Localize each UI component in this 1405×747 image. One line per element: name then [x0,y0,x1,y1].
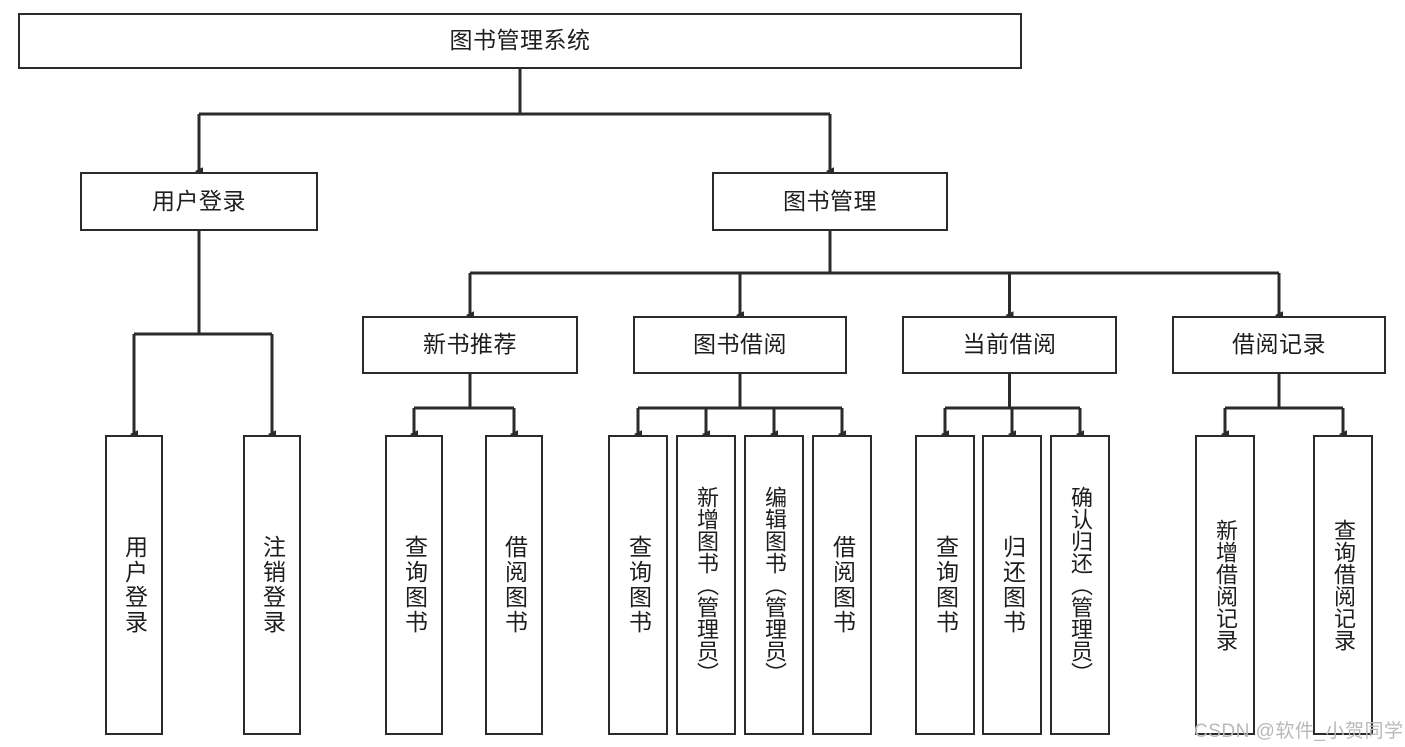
node-label: 图书管理系统 [449,27,591,54]
node-label: 注销登录 [259,535,286,635]
node-label: 查询图书 [625,535,652,635]
node-l-query-book-1[interactable]: 查询图书 [385,435,443,735]
node-label: 查询图书 [932,535,959,635]
node-n-book-borrow[interactable]: 图书借阅 [633,316,847,374]
node-label: 借阅记录 [1232,331,1326,358]
node-label: 编辑图书（管理员） [762,486,787,684]
node-root[interactable]: 图书管理系统 [18,13,1022,69]
node-label: 新增图书（管理员） [694,486,719,684]
node-label: 查询图书 [401,535,428,635]
node-n-book-manage[interactable]: 图书管理 [712,172,948,231]
node-label: 图书管理 [783,187,877,214]
node-n-borrow-record[interactable]: 借阅记录 [1172,316,1386,374]
node-l-query-book-2[interactable]: 查询图书 [608,435,668,735]
node-l-return-book[interactable]: 归还图书 [982,435,1042,735]
node-l-user-login[interactable]: 用户登录 [105,435,163,735]
node-label: 借阅图书 [501,535,528,635]
node-n-user-login[interactable]: 用户登录 [80,172,318,231]
node-n-new-book-rec[interactable]: 新书推荐 [362,316,578,374]
node-label: 新增借阅记录 [1213,519,1238,651]
node-l-query-book-3[interactable]: 查询图书 [915,435,975,735]
node-l-edit-book-admin[interactable]: 编辑图书（管理员） [744,435,804,735]
node-label: 查询借阅记录 [1331,519,1356,651]
node-label: 当前借阅 [962,331,1057,358]
node-l-query-borrow-record[interactable]: 查询借阅记录 [1313,435,1373,735]
node-label: 新书推荐 [423,331,517,358]
node-label: 用户登录 [152,187,246,214]
node-l-borrow-book-1[interactable]: 借阅图书 [485,435,543,735]
edge-group [129,69,1348,439]
node-label: 确认归还（管理员） [1068,486,1093,684]
node-l-add-borrow-record[interactable]: 新增借阅记录 [1195,435,1255,735]
node-label: 借阅图书 [829,535,856,635]
node-n-current-borrow[interactable]: 当前借阅 [902,316,1117,374]
node-label: 归还图书 [999,535,1026,635]
node-l-logout-login[interactable]: 注销登录 [243,435,301,735]
node-label: 图书借阅 [693,331,787,358]
node-l-borrow-book-2[interactable]: 借阅图书 [812,435,872,735]
node-l-add-book-admin[interactable]: 新增图书（管理员） [676,435,736,735]
node-label: 用户登录 [121,535,148,635]
node-l-confirm-return-admin[interactable]: 确认归还（管理员） [1050,435,1110,735]
